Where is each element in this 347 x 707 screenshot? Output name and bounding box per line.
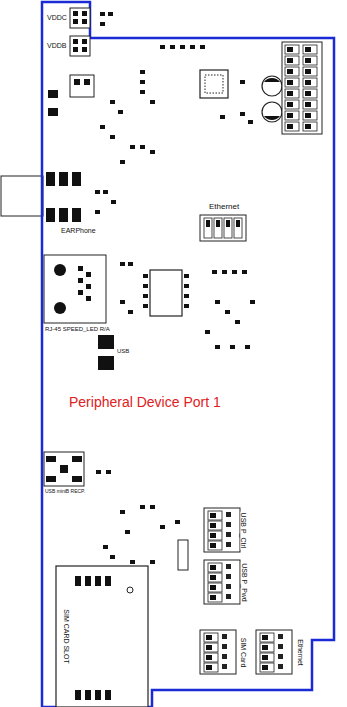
silkscreen-label: VDDB [46,42,67,49]
silkscreen-label: USB P_Ctrl [240,511,247,549]
silkscreen-label: VDDC [46,14,68,21]
silkscreen-label: SIM CARD SLOT [62,608,69,664]
silkscreen-label: RJ-45 SPEED_LED R/A [44,326,111,332]
silkscreen-label: SIM Card [241,636,248,668]
silkscreen-label: EARPhone [60,227,97,234]
silkscreen-label: USB [116,348,130,354]
port-caption: Peripheral Device Port 1 [68,395,222,409]
silkscreen-label: Ethernet [297,638,304,666]
silkscreen-label: USB P_Pwd [241,562,248,603]
silkscreen-label: USB miniB RECP. [44,489,86,494]
silkscreen-label: Ethernet [208,203,240,211]
